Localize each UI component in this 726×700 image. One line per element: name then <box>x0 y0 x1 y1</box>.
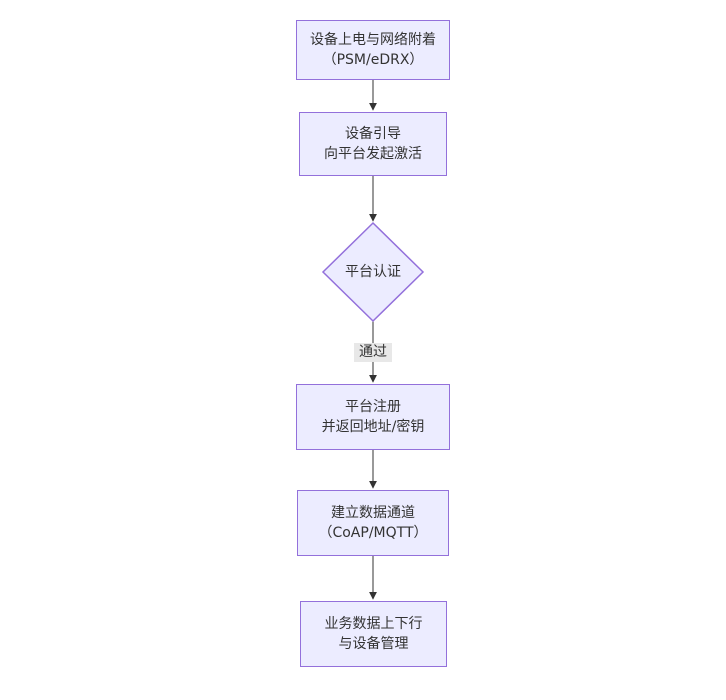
node-text-line: （CoAP/MQTT） <box>318 525 428 541</box>
node-text-line: 设备引导 <box>345 126 401 142</box>
node-text-line: 向平台发起激活 <box>324 146 422 162</box>
flow-node-platform-auth-label: 平台认证 <box>345 264 401 280</box>
node-text-line: 与设备管理 <box>338 636 409 652</box>
flow-node-bootstrap: 设备引导 向平台发起激活 <box>299 112 447 176</box>
flow-node-register: 平台注册 并返回地址/密钥 <box>296 384 450 450</box>
node-text-line: （PSM/eDRX） <box>322 52 424 68</box>
decision-diamond-platform-auth <box>321 221 425 323</box>
node-text-line: 设备上电与网络附着 <box>310 32 436 48</box>
flow-node-business-data: 业务数据上下行 与设备管理 <box>300 601 447 667</box>
node-text-line: 建立数据通道 <box>331 505 415 521</box>
edge-label-pass: 通过 <box>354 343 392 362</box>
flow-node-data-channel: 建立数据通道 （CoAP/MQTT） <box>297 490 449 556</box>
node-text-line: 并返回地址/密钥 <box>321 419 425 435</box>
node-text-line: 业务数据上下行 <box>324 616 423 632</box>
flow-node-power-attach: 设备上电与网络附着 （PSM/eDRX） <box>296 20 450 80</box>
node-text-line: 平台注册 <box>345 399 401 415</box>
